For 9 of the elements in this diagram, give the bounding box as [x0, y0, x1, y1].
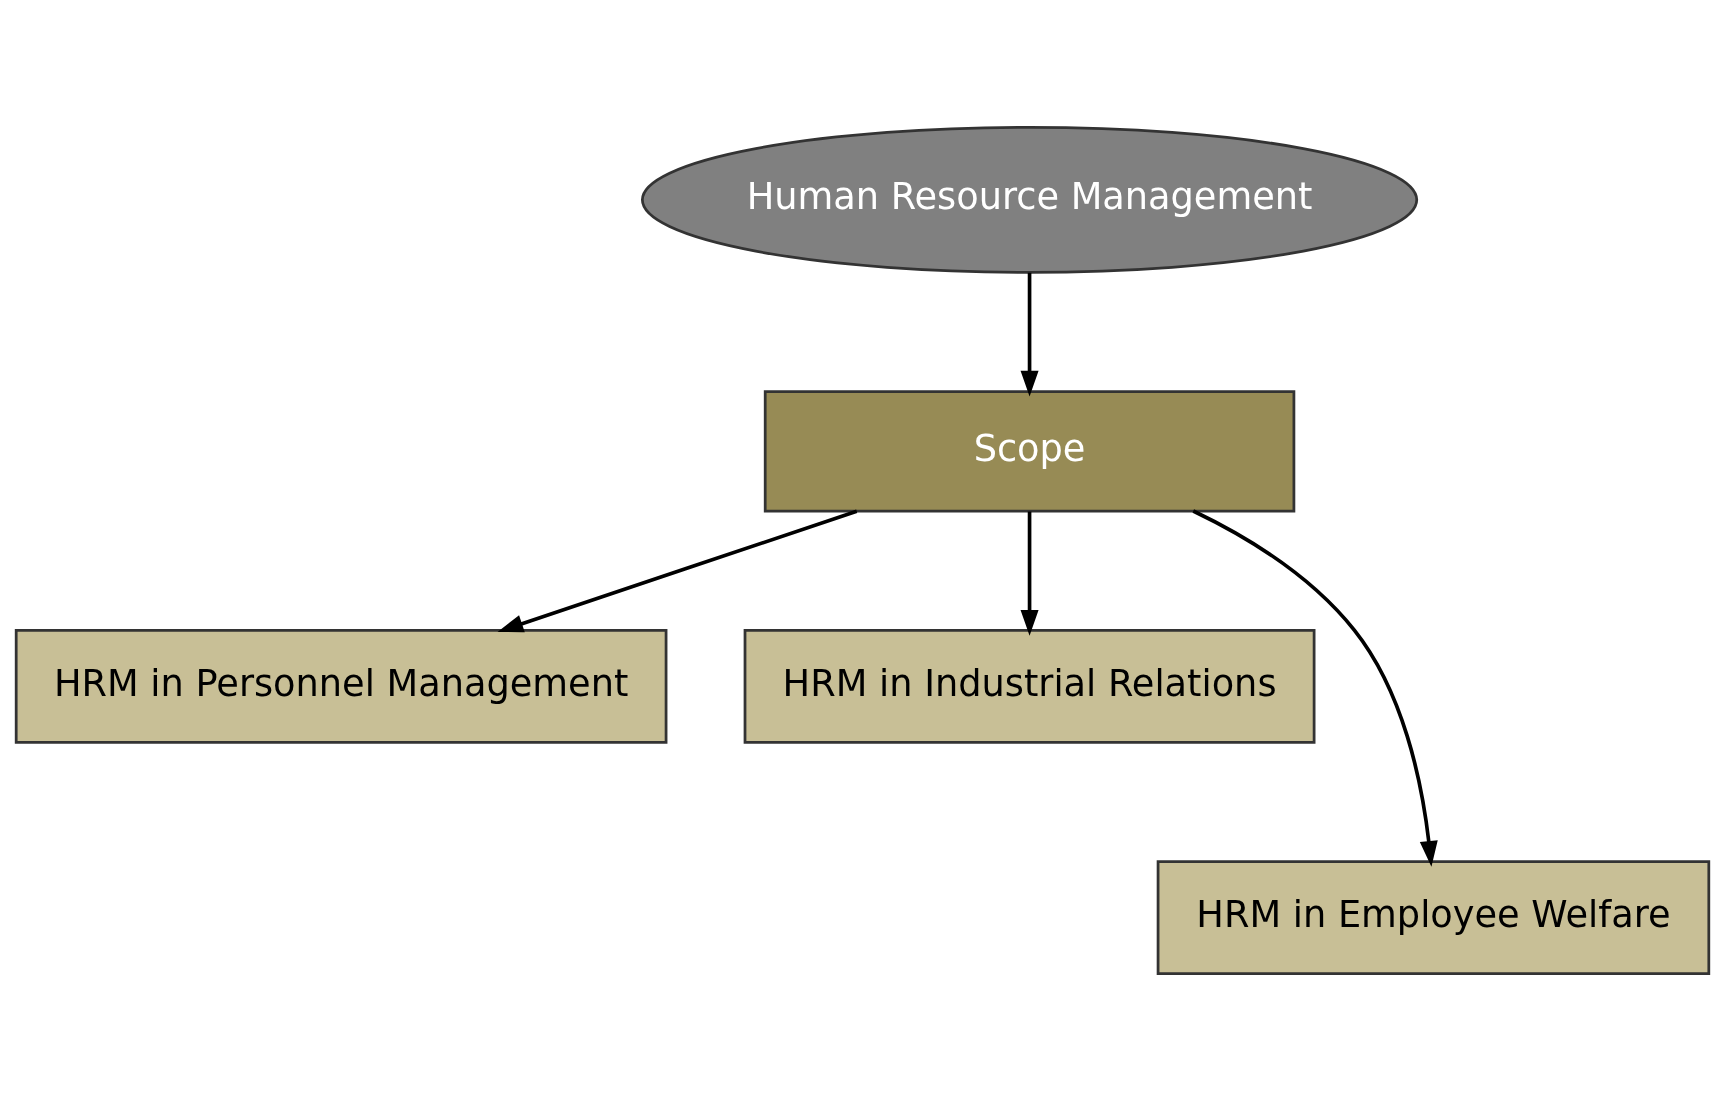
- node-ellipse: Human Resource Management: [641, 125, 1419, 274]
- node-box: HRM in Personnel Management: [14, 629, 668, 744]
- node-box: HRM in Industrial Relations: [743, 629, 1316, 744]
- node-box: HRM in Employee Welfare: [1156, 860, 1711, 976]
- arrow: [1020, 272, 1039, 397]
- arrow: [1192, 509, 1438, 867]
- node-box: Scope: [763, 390, 1296, 513]
- arrow: [497, 509, 858, 633]
- arrow: [1020, 511, 1039, 636]
